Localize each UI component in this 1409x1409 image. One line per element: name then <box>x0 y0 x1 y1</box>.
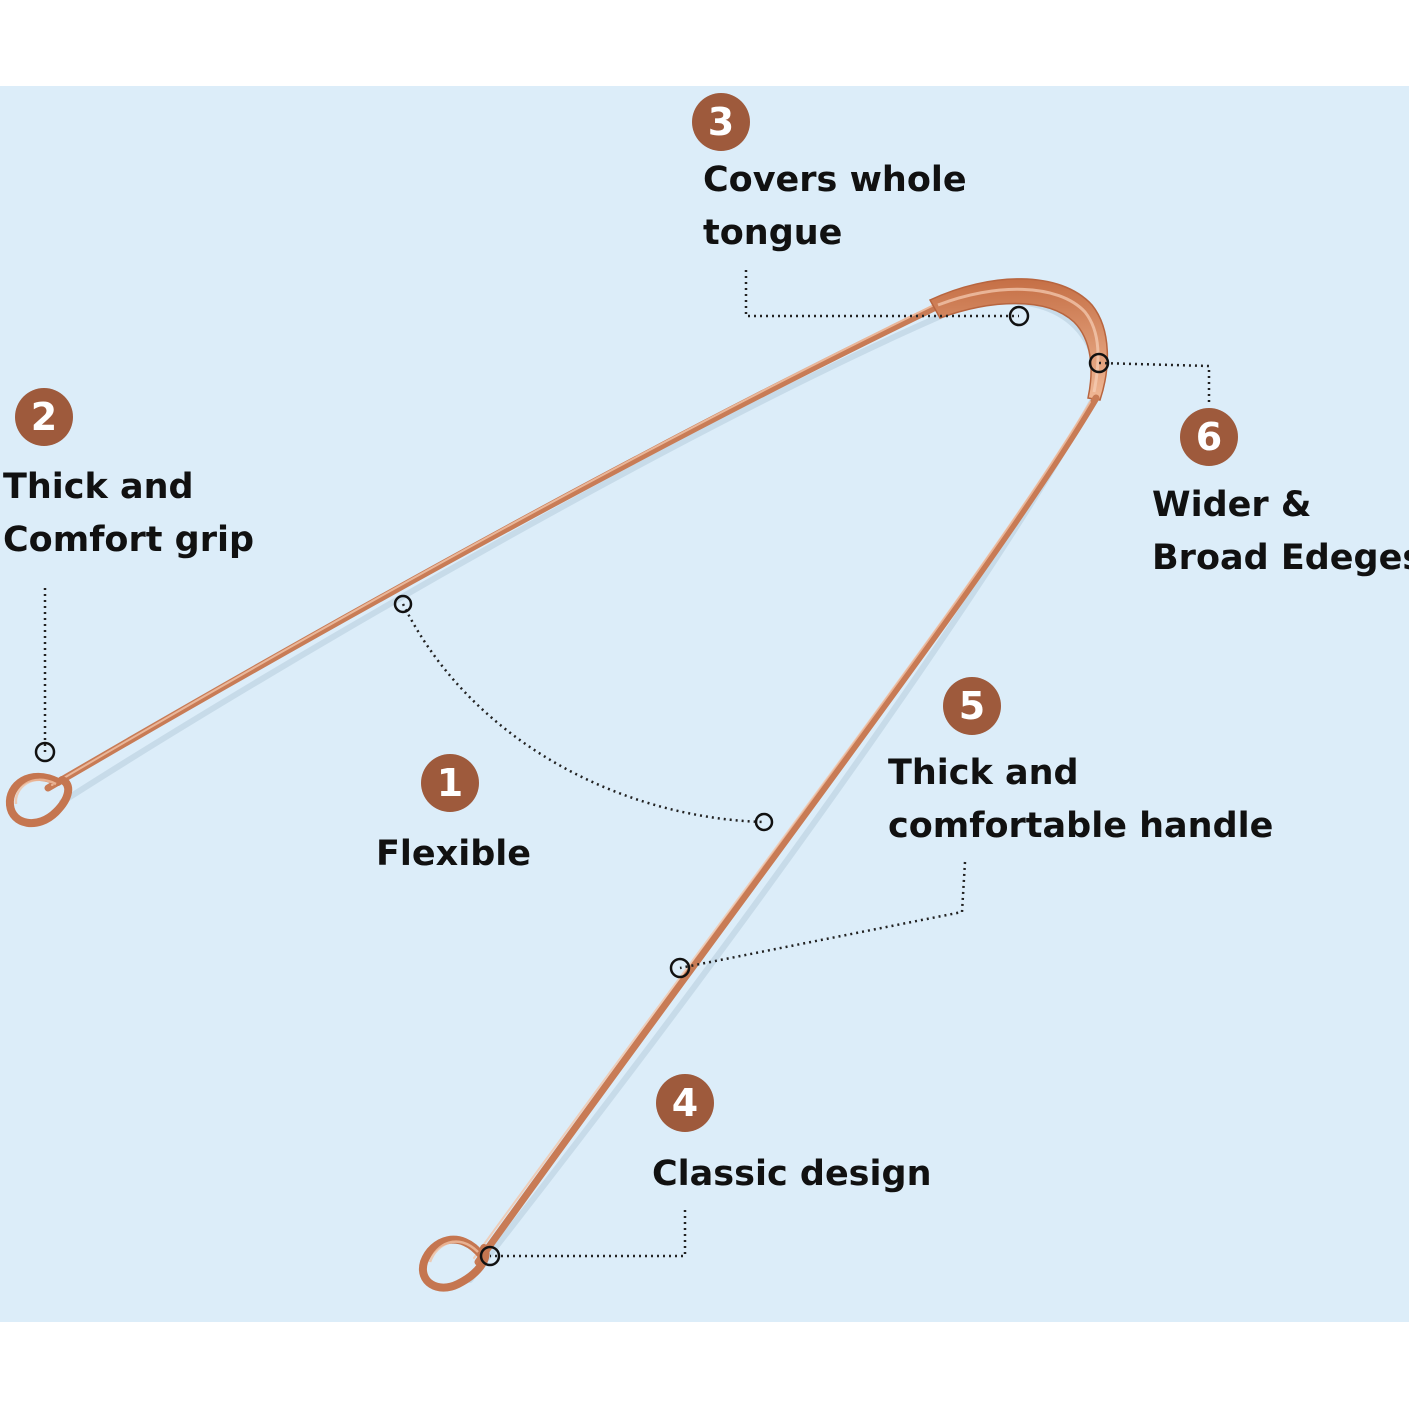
marker-point-4 <box>479 1245 501 1267</box>
callout-3-badge: 3 <box>692 93 750 151</box>
callout-2-label: Thick and Comfort grip <box>3 467 255 560</box>
left-arm <box>44 301 944 792</box>
marker-point-1a <box>393 594 413 614</box>
leader-line-3 <box>744 270 1019 318</box>
callout-1-badge: 1 <box>421 754 479 812</box>
scraper-band <box>928 278 1109 401</box>
leader-line-1 <box>401 603 765 824</box>
left-loop-end <box>5 772 73 828</box>
right-arm <box>474 394 1100 1266</box>
leader-line-4 <box>490 1210 687 1258</box>
bottom-loop-end <box>418 1235 490 1292</box>
callout-4-badge: 4 <box>656 1074 714 1132</box>
leader-line-6 <box>1098 361 1211 404</box>
marker-point-6 <box>1088 352 1110 374</box>
callout-5-label: Thick and comfortable handle <box>888 753 1274 846</box>
leader-lines <box>43 270 1211 1258</box>
callout-3-label: Covers whole tongue <box>703 160 967 253</box>
callout-6-badge: 6 <box>1180 408 1238 466</box>
tongue-cleaner-shadow <box>59 298 1102 1283</box>
marker-points <box>34 305 1110 1267</box>
marker-point-3 <box>1008 305 1030 327</box>
callout-6-label: Wider & Broad Edeges <box>1152 485 1409 578</box>
marker-point-1b <box>754 812 774 832</box>
callout-4-label: Classic design <box>652 1154 932 1194</box>
callout-5-badge: 5 <box>943 677 1001 735</box>
callout-2-badge: 2 <box>15 388 73 446</box>
marker-point-2 <box>34 741 56 763</box>
marker-point-5 <box>669 957 691 979</box>
leader-line-5 <box>679 861 967 970</box>
callout-1-label: Flexible <box>376 834 532 874</box>
